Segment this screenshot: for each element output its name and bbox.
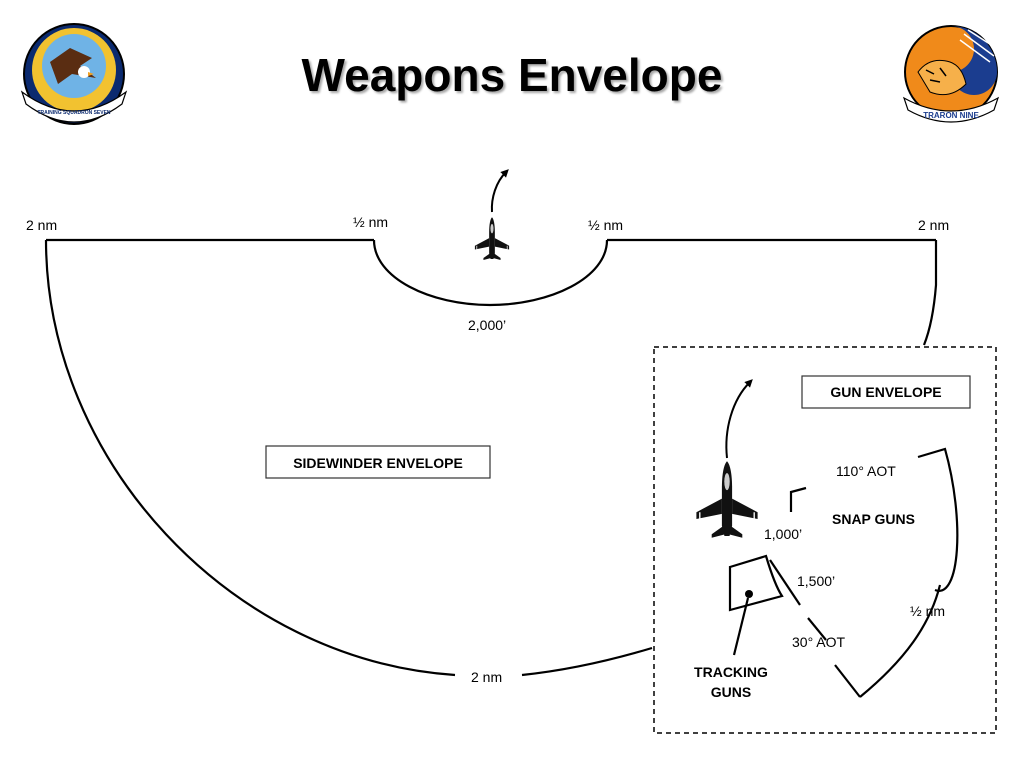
snap-guns-radial-line-2	[807, 617, 827, 641]
flight-path-arrow-icon	[490, 169, 509, 213]
gun-envelope-label: GUN ENVELOPE	[830, 384, 941, 400]
snap-guns-bottom-edge	[834, 664, 861, 698]
page-title: Weapons Envelope	[301, 49, 723, 101]
right-logo-text: TRARON NINE	[923, 111, 979, 120]
range-1000-label: 1,000’	[764, 526, 802, 542]
gun-envelope-dashed-frame	[653, 346, 997, 734]
snap-guns-inner-edge	[789, 486, 807, 512]
sidewinder-envelope-box	[265, 445, 491, 479]
tracking-guns-leader-line	[732, 597, 750, 656]
snap-guns-outer-top	[917, 447, 959, 592]
sidewinder-outer-arc-left	[44, 239, 456, 677]
half-nm-label: ½ nm	[910, 603, 945, 619]
snap-guns-label: SNAP GUNS	[832, 511, 915, 527]
gun-envelope-box	[801, 375, 971, 409]
aot-30-label: 30° AOT	[792, 634, 846, 650]
sidewinder-outer-right-label: 2 nm	[918, 217, 949, 233]
sidewinder-min-range-label: 2,000’	[468, 317, 506, 333]
fighter-jet-icon	[474, 216, 510, 261]
tracking-guns-label-line2: GUNS	[711, 684, 751, 700]
sidewinder-envelope: 2 nm ½ nm ½ nm 2 nm 2,000’ 2 nm SIDEWIND…	[26, 214, 949, 685]
tracking-guns-dot	[745, 590, 753, 598]
snap-guns-outer-arc	[859, 584, 942, 698]
sidewinder-bottom-label: 2 nm	[471, 669, 502, 685]
aot-110-label: 110° AOT	[836, 463, 896, 479]
gun-envelope-inset: GUN ENVELOPE 110° AOT SNAP GUNS 1,000’ 1…	[653, 346, 997, 734]
snap-guns-radial-line-1	[769, 559, 801, 606]
sidewinder-outer-left-label: 2 nm	[26, 217, 57, 233]
sidewinder-envelope-label: SIDEWINDER ENVELOPE	[293, 455, 463, 471]
sidewinder-inner-left-label: ½ nm	[353, 214, 388, 230]
right-squadron-logo: TRARON NINE	[902, 25, 1000, 123]
range-1500-label: 1,500’	[797, 573, 835, 589]
tracking-guns-region	[728, 554, 784, 612]
sidewinder-right-edge	[922, 240, 938, 346]
sidewinder-min-range-arc	[372, 239, 609, 307]
sidewinder-inner-right-label: ½ nm	[588, 217, 623, 233]
sidewinder-outer-arc-right	[521, 646, 653, 677]
gun-flight-path-arrow-icon	[725, 379, 753, 459]
tracking-guns-label-line1: TRACKING	[694, 664, 768, 680]
left-squadron-logo: TRAINING SQUADRON SEVEN	[20, 23, 128, 125]
left-logo-text: TRAINING SQUADRON SEVEN	[37, 110, 110, 116]
